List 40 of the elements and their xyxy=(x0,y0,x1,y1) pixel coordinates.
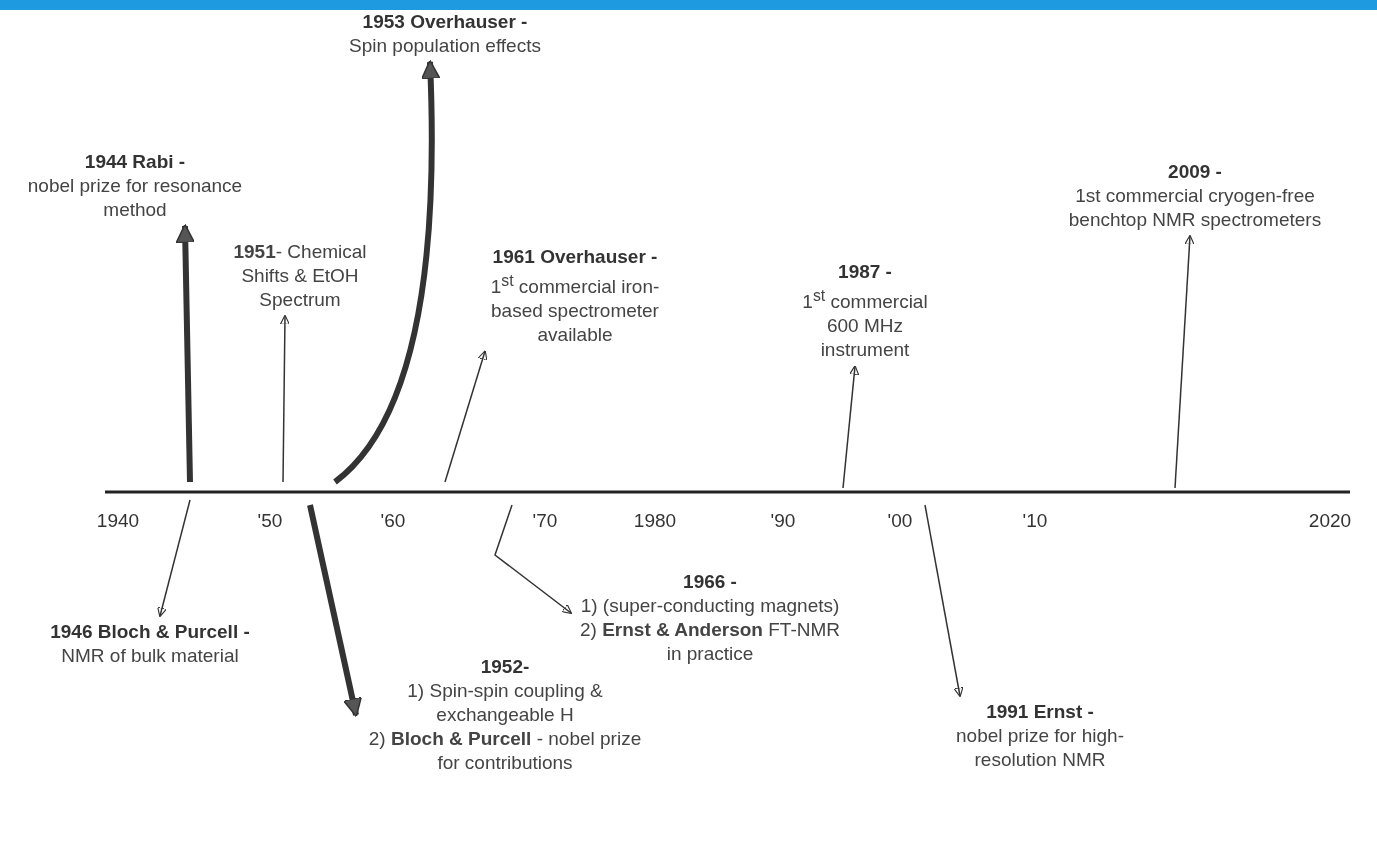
event-text: 2) Ernst & Anderson FT-NMR in practice xyxy=(578,618,842,666)
arrow xyxy=(157,499,191,618)
event-text: Spin population effects xyxy=(348,34,542,58)
event-text: 1$^{st}$ commercial iron-based spectrometer available xyxy=(489,271,661,348)
year-label: 2020 xyxy=(1308,510,1352,532)
year-label: '00 xyxy=(887,510,913,532)
year-label: '60 xyxy=(380,510,406,532)
year-label: '50 xyxy=(257,510,283,532)
arrow xyxy=(333,59,441,485)
event-heading: 1946 Bloch & Purcell - xyxy=(49,620,251,644)
event-text: nobel prize for resonance method xyxy=(26,174,244,222)
event-heading: 1944 Rabi - xyxy=(83,150,187,174)
arrow xyxy=(175,223,196,483)
arrow xyxy=(279,314,290,483)
arrow xyxy=(1174,234,1195,489)
event-heading: 1961 Overhauser - xyxy=(491,245,659,269)
event-text: 1) (super-conducting magnets) xyxy=(579,594,841,618)
event-text: 1$^{st}$ commercial 600 MHz instrument xyxy=(801,286,929,363)
event-text: 1951- Chemical Shifts & EtOH Spectrum xyxy=(232,240,368,312)
event-text: nobel prize for high-resolution NMR xyxy=(955,724,1125,772)
year-label: 1940 xyxy=(96,510,140,532)
event-heading: 1952- xyxy=(479,655,531,679)
event-heading: 2009 - xyxy=(1167,160,1223,184)
arrow xyxy=(494,504,573,614)
event-heading: 1987 - xyxy=(837,260,893,284)
arrow xyxy=(444,350,488,483)
year-label: '90 xyxy=(770,510,796,532)
event-heading: 1991 Ernst - xyxy=(985,700,1095,724)
arrow xyxy=(307,504,362,718)
event-heading: 1953 Overhauser - xyxy=(361,10,529,34)
arrow xyxy=(842,365,860,489)
event-text: 2) Bloch & Purcell - nobel prize for contributions xyxy=(367,727,643,775)
year-label: 1980 xyxy=(633,510,677,532)
event-text: 1st commercial cryogen-free benchtop NMR spectrometers xyxy=(1067,184,1323,232)
year-label: '70 xyxy=(532,510,558,532)
event-text: NMR of bulk material xyxy=(60,644,240,668)
event-text: 1) Spin-spin coupling & exchangeable H xyxy=(406,679,604,727)
year-label: '10 xyxy=(1022,510,1048,532)
event-heading: 1966 - xyxy=(682,570,738,594)
arrow xyxy=(924,504,964,698)
